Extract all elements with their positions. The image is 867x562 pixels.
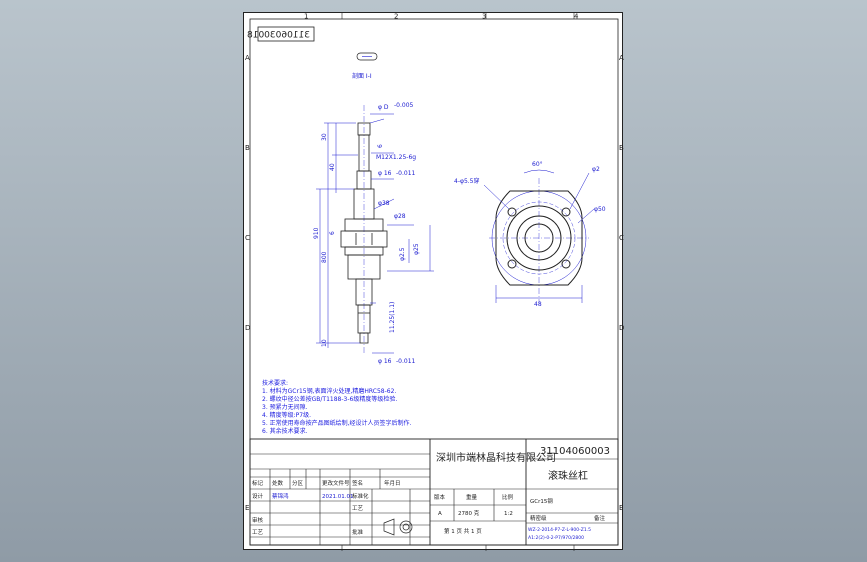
ball-screw-shaft: [340, 105, 388, 355]
tb-header-date: 年月日: [384, 479, 401, 487]
dim-top-small: 6: [377, 144, 384, 148]
drawing-number: 31104060003: [540, 446, 610, 457]
zone-label-side-b-right: B: [619, 144, 624, 152]
tb-spec-2: A1:2(2)-0-2-P7/970/2800: [528, 535, 584, 541]
tb-val-version: A: [438, 511, 442, 517]
tb-header-doc: 更改文件号: [322, 479, 350, 487]
tb-material-value: GCr15钢: [530, 497, 553, 505]
dim-width: 48: [534, 301, 542, 308]
stamp-box: [257, 26, 315, 42]
tb-note-value: 备注: [594, 514, 606, 522]
dim-dia-38: φ38: [378, 200, 390, 207]
dim-r2: φ50: [594, 206, 606, 213]
dim-holes: 4-φ5.5穿: [454, 177, 479, 185]
dim-30: 30: [321, 133, 328, 141]
tb-header-sign: 签名: [352, 479, 363, 487]
tb-spec-1: WZ-2-2014-P7-Z-L-900-Z1.5: [528, 527, 591, 533]
dim-dia-28: φ28: [394, 213, 406, 220]
section-label: 剖面 I-I: [352, 72, 372, 80]
tb-val-weight: 2780 克: [458, 510, 480, 517]
technical-notes: 技术要求: 1. 材料为GCr15钢,表面淬火处理,精磨HRC58-62. 2.…: [262, 379, 412, 435]
tb-row3-label: 批准: [352, 528, 364, 536]
tb-row3-role: 工艺: [252, 529, 264, 536]
cad-drawing: 1 2 3 4 A B C D E A B C D E 31106030018 …: [245, 13, 624, 551]
stamp-code: 31106030018: [247, 31, 310, 41]
zone-label-side-a-right: A: [619, 54, 624, 62]
dim-d-top-tol: -0.005: [394, 102, 414, 109]
tech-line-6: 6. 其余技术要求.: [262, 427, 308, 435]
tb-row1-role: 设计: [252, 492, 264, 500]
zone-label-side-e-right: E: [619, 504, 623, 512]
dim-10: 10: [321, 339, 328, 347]
tb-col-weight: 重量: [466, 493, 478, 501]
zone-label-side-d: D: [245, 324, 250, 332]
tech-line-2: 2. 螺纹中径公差按GB/T1188-3-6级精度等级检验.: [262, 395, 397, 403]
zone-label-side-c: C: [245, 234, 250, 242]
dim-dia-25: φ25: [413, 243, 420, 255]
zone-label-side-a: A: [245, 54, 250, 62]
company-name-line: 深圳市端林晶科技有限公司: [436, 451, 556, 464]
zone-label-side-b: B: [245, 144, 250, 152]
tb-row1-date: 2021.01.01: [322, 494, 354, 500]
nut-flange-view: [489, 178, 589, 303]
dim-fit-top-tol: -0.011: [396, 170, 416, 177]
dim-fit-bot-tol: -0.011: [396, 358, 416, 365]
projection-symbol-icon: [383, 518, 413, 536]
dim-r1: φ2: [592, 166, 600, 173]
tech-line-5: 5. 正常使用寿命按产品图纸绘制,经设计人员签字后制作.: [262, 419, 412, 427]
tb-val-scale: 1:2: [504, 511, 513, 517]
tb-row1-label: 标准化: [352, 492, 369, 500]
dim-angle: 60°: [532, 161, 543, 168]
part-name: 滚珠丝杠: [548, 469, 588, 482]
dim-fit-bot: φ 16: [378, 358, 392, 365]
dim-dia-2-5: φ2.5: [399, 247, 406, 261]
dim-d-top: φ D: [378, 104, 389, 111]
dim-800: 800: [321, 251, 328, 263]
dim-fit-top: φ 16: [378, 170, 392, 177]
tech-line-1: 1. 材料为GCr15钢,表面淬火处理,精磨HRC58-62.: [262, 387, 396, 395]
dim-thread: M12X1.25-6g: [376, 154, 416, 161]
zone-label-top-4: 4: [574, 13, 579, 21]
tb-sheet: 第 1 页 共 1 页: [444, 527, 482, 535]
inner-border: [249, 18, 619, 546]
tb-row1-name: 蔡锦鸿: [272, 492, 289, 500]
tb-row2-role: 审核: [252, 516, 264, 524]
dim-6: 6: [329, 231, 336, 235]
tech-line-4: 4. 精度等级:P7级.: [262, 411, 311, 419]
tb-note-label: 精密级: [530, 514, 547, 522]
tb-col-version: 版本: [434, 493, 446, 501]
keyway-section: [356, 52, 378, 61]
zone-label-top-1: 1: [304, 13, 308, 21]
tb-col-scale: 比例: [502, 493, 514, 501]
tb-row2-label: 工艺: [352, 505, 364, 512]
zone-label-top-3: 3: [482, 13, 486, 21]
zone-label-side-e: E: [245, 504, 249, 512]
drawing-sheet: 1 2 3 4 A B C D E A B C D E 31106030018 …: [243, 12, 624, 551]
dim-910: 910: [313, 227, 320, 239]
tb-header-mark: 标记: [252, 479, 264, 487]
zone-label-top-2: 2: [394, 13, 398, 21]
tb-header-count: 处数: [272, 479, 284, 487]
tech-title: 技术要求:: [262, 379, 288, 387]
tech-line-3: 3. 预紧力无间隙.: [262, 403, 308, 411]
tb-header-zone: 分区: [292, 479, 304, 487]
dim-h1: 11.25(1.1): [389, 302, 396, 333]
title-block: [249, 438, 619, 546]
zone-label-side-c-right: C: [619, 234, 624, 242]
zone-label-side-d-right: D: [619, 324, 624, 332]
dim-40: 40: [329, 163, 336, 171]
